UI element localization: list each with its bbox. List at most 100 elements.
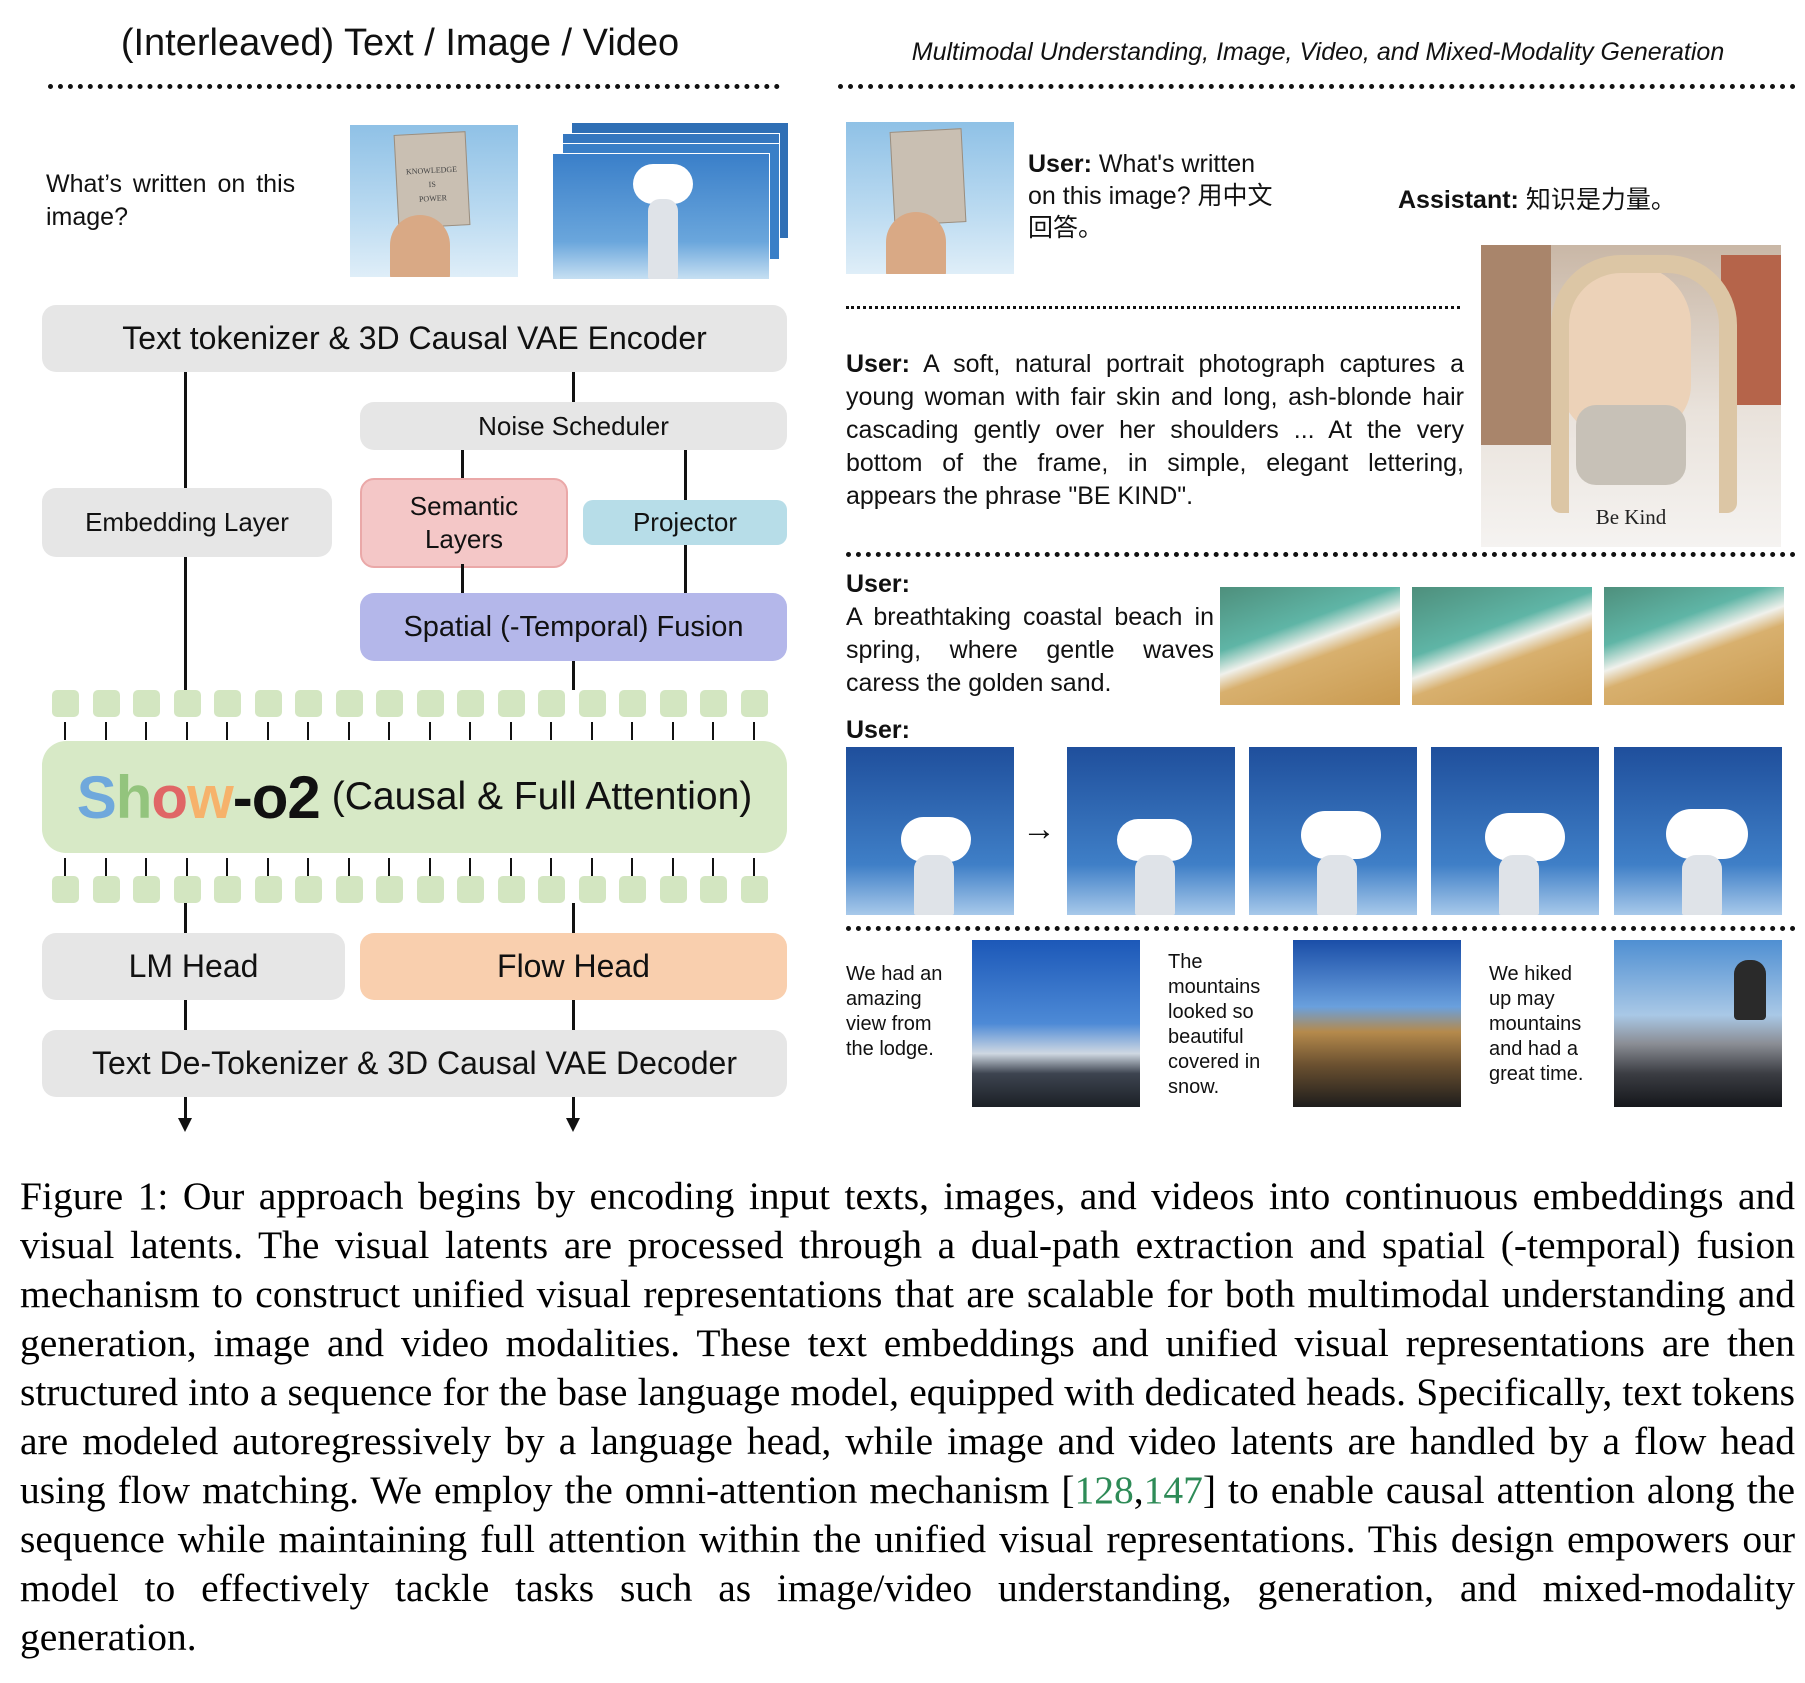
model-attention-label: (Causal & Full Attention) <box>331 775 753 818</box>
decoder-label: Text De-Tokenizer & 3D Causal VAE Decode… <box>91 1045 737 1081</box>
model-box: Show-o2 (Causal & Full Attention) <box>42 741 787 853</box>
token-square <box>133 690 160 717</box>
portrait-caption: Be Kind <box>1595 505 1667 529</box>
token-square <box>214 690 241 717</box>
model-name: Show-o2 <box>76 763 321 832</box>
token-tick <box>469 722 471 740</box>
token-square <box>538 690 565 717</box>
i2v-output-frame-1 <box>1067 747 1235 915</box>
model-letter-s: S <box>76 763 117 831</box>
encoder-box: Text tokenizer & 3D Causal VAE Encoder <box>42 305 787 372</box>
token-tick <box>185 722 188 740</box>
token-square <box>700 876 727 903</box>
model-suffix: -o2 <box>232 763 321 831</box>
embedding-layer-label: Embedding Layer <box>85 507 289 537</box>
token-square <box>295 690 322 717</box>
token-square <box>254 876 282 903</box>
token-tick <box>590 722 593 740</box>
token-tick <box>64 722 66 740</box>
token-tick <box>671 858 674 876</box>
token-square <box>214 876 241 903</box>
t2i-prompt: A soft, natural portrait photograph capt… <box>846 350 1464 510</box>
model-letter-w: w <box>187 763 234 831</box>
flow-head-box: Flow Head <box>360 933 787 1000</box>
right-title-rule <box>838 84 1796 89</box>
token-square <box>92 876 120 903</box>
token-tick <box>388 722 390 740</box>
story-text-3: We hiked up may mountains and had a grea… <box>1489 963 1584 1085</box>
tokens-to-flow-head-line <box>572 903 575 933</box>
encoder-to-embedding-line <box>184 372 187 488</box>
story-text-2: The mountains looked so beautiful covere… <box>1168 951 1261 1098</box>
left-title-rule <box>48 84 780 89</box>
t2v-prompt: A breathtaking coastal beach in spring, … <box>846 603 1214 697</box>
t2i-separator <box>846 552 1796 557</box>
token-square <box>497 690 525 717</box>
embedding-layer-box: Embedding Layer <box>42 488 332 557</box>
citation-128[interactable]: 128 <box>1074 1468 1134 1512</box>
token-square <box>376 690 403 717</box>
token-tick <box>712 722 714 740</box>
token-square <box>295 876 322 903</box>
vqa-assistant-text: 知识是力量。 <box>1525 186 1676 214</box>
fusion-to-tokens-line <box>572 661 575 690</box>
encoder-label: Text tokenizer & 3D Causal VAE Encoder <box>122 320 707 356</box>
token-tick <box>712 858 714 876</box>
video-input-frame <box>552 153 770 280</box>
token-tick <box>590 858 593 876</box>
vqa-assistant-label: Assistant: <box>1398 186 1519 214</box>
vqa-user-text: What's written on this image? 用中文回答。 <box>1028 150 1273 242</box>
lm-head-box: LM Head <box>42 933 345 1000</box>
token-tick <box>509 858 512 876</box>
token-tick <box>226 722 228 740</box>
noise-scheduler-label: Noise Scheduler <box>478 410 669 441</box>
i2v-output-frame-3 <box>1431 747 1599 915</box>
token-tick <box>307 858 309 876</box>
token-tick <box>509 722 512 740</box>
token-tick <box>266 858 269 876</box>
vqa-user-turn: User: What's written on this image? 用中文回… <box>1028 148 1288 244</box>
token-square <box>173 690 201 717</box>
token-square <box>659 876 687 903</box>
beach-frame-1 <box>1220 587 1400 705</box>
token-square <box>335 876 363 903</box>
token-tick <box>631 858 633 876</box>
projector-box: Projector <box>583 500 787 545</box>
token-square <box>173 876 201 903</box>
i2v-output-frame-2 <box>1249 747 1417 915</box>
i2v-arrow: → <box>1022 810 1056 848</box>
token-tick <box>347 858 350 876</box>
vqa-assistant-turn: Assistant: 知识是力量。 <box>1398 180 1798 216</box>
token-tick <box>752 722 755 740</box>
token-tick <box>671 722 674 740</box>
token-square <box>578 690 606 717</box>
decoder-output-arrow-left <box>178 1118 192 1132</box>
caption-text-after: ] to enable causal attention along the s… <box>20 1468 1795 1659</box>
decoder-output-line-left <box>184 1097 187 1121</box>
figure-caption: Figure 1: Our approach begins by encodin… <box>20 1172 1795 1662</box>
citation-147[interactable]: 147 <box>1143 1468 1203 1512</box>
embedding-to-tokens-line <box>184 557 187 690</box>
token-square <box>659 690 687 717</box>
token-tick <box>307 722 309 740</box>
semantic-layers-label: Semantic Layers <box>409 491 519 554</box>
right-title: Multimodal Understanding, Image, Video, … <box>911 38 1725 66</box>
flow-head-label: Flow Head <box>497 948 650 984</box>
token-tick <box>550 722 552 740</box>
token-tick <box>469 858 471 876</box>
projector-label: Projector <box>632 507 738 537</box>
scheduler-to-semantic-line <box>461 450 464 478</box>
token-tick <box>631 722 633 740</box>
token-tick <box>64 858 66 876</box>
encoder-to-scheduler-line <box>572 372 575 402</box>
token-square <box>538 876 565 903</box>
semantic-to-fusion-line <box>461 564 464 593</box>
citation-separator: , <box>1133 1468 1144 1512</box>
decoder-box: Text De-Tokenizer & 3D Causal VAE Decode… <box>42 1030 787 1097</box>
token-square <box>133 876 160 903</box>
i2v-user-label: User: <box>846 716 910 744</box>
token-tick <box>388 858 390 876</box>
t2i-user-turn: User: A soft, natural portrait photograp… <box>846 348 1464 513</box>
vqa-user-label: User: <box>1028 150 1092 178</box>
beach-frame-3 <box>1604 587 1784 705</box>
